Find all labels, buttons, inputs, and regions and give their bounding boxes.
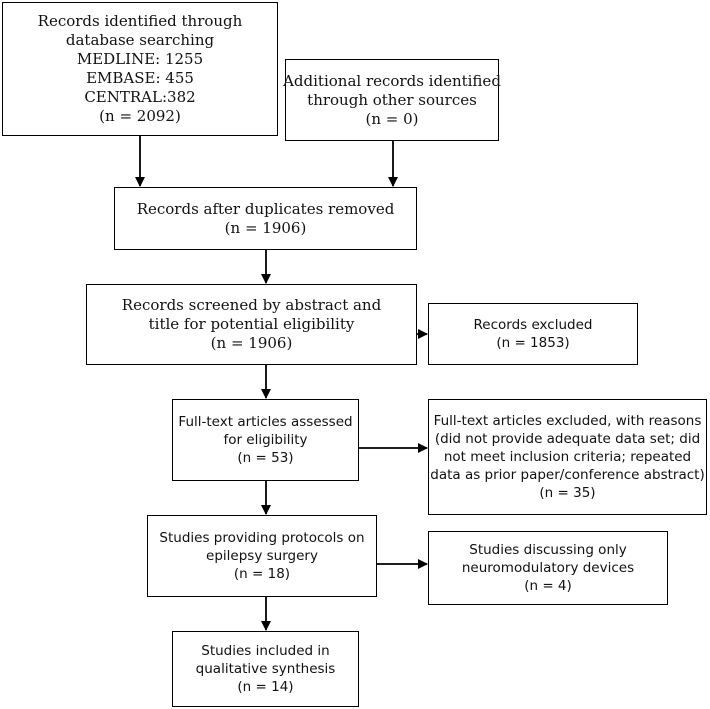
duplicates-removed-count: (n = 1906): [224, 218, 307, 237]
other-sources-box: Additional records identified through ot…: [283, 59, 501, 141]
other-sources-count: (n = 0): [365, 109, 419, 128]
protocols-count: (n = 18): [233, 566, 291, 582]
screened-line: title for potential eligibility: [148, 315, 355, 333]
excluded-count: (n = 1853): [496, 335, 570, 351]
medline-count: MEDLINE: 1255: [76, 50, 204, 68]
screened-box: Records screened by abstract and title f…: [86, 284, 417, 365]
fulltext-excluded-line: Full-text articles excluded, with reason…: [433, 413, 702, 429]
protocols-line: Studies providing protocols on: [159, 530, 365, 546]
embase-count: EMBASE: 455: [86, 69, 194, 87]
identification-total: (n = 2092): [99, 107, 181, 125]
fulltext-excluded-line: not meet inclusion criteria; repeated: [443, 449, 692, 465]
fulltext-assessed-line: for eligibility: [223, 432, 308, 448]
fulltext-excluded-count: (n = 35): [539, 485, 596, 501]
fulltext-excluded-line: (did not provide adequate data set; did: [434, 431, 701, 447]
included-box: Studies included in qualitative synthesi…: [172, 631, 359, 707]
identification-line: database searching: [65, 31, 215, 49]
neuromodulatory-box: Studies discussing only neuromodulatory …: [428, 531, 668, 605]
identification-box: Records identified through database sear…: [2, 2, 278, 136]
neuromodulatory-line: neuromodulatory devices: [461, 560, 635, 576]
excluded-label: Records excluded: [473, 317, 593, 333]
included-line: Studies included in: [201, 643, 330, 659]
fulltext-assessed-line: Full-text articles assessed: [178, 414, 353, 430]
fulltext-excluded-line: data as prior paper/conference abstract): [430, 467, 705, 483]
neuromodulatory-count: (n = 4): [524, 578, 572, 594]
screened-line: Records screened by abstract and: [121, 296, 382, 314]
identification-line: Records identified through: [37, 12, 243, 30]
duplicates-removed-box: Records after duplicates removed (n = 19…: [114, 187, 417, 250]
included-line: qualitative synthesis: [195, 661, 336, 677]
other-sources-line: through other sources: [307, 90, 477, 109]
screened-count: (n = 1906): [210, 334, 293, 352]
fulltext-assessed-box: Full-text articles assessed for eligibil…: [172, 399, 359, 481]
duplicates-removed-label: Records after duplicates removed: [136, 199, 395, 218]
central-count: CENTRAL:382: [84, 88, 196, 106]
fulltext-excluded-box: Full-text articles excluded, with reason…: [428, 399, 707, 515]
protocols-line: epilepsy surgery: [206, 548, 318, 564]
excluded-box: Records excluded (n = 1853): [428, 303, 638, 365]
neuromodulatory-line: Studies discussing only: [469, 542, 627, 558]
protocols-box: Studies providing protocols on epilepsy …: [147, 515, 377, 597]
included-count: (n = 14): [237, 679, 294, 695]
other-sources-line: Additional records identified: [283, 71, 501, 90]
fulltext-assessed-count: (n = 53): [237, 450, 294, 466]
